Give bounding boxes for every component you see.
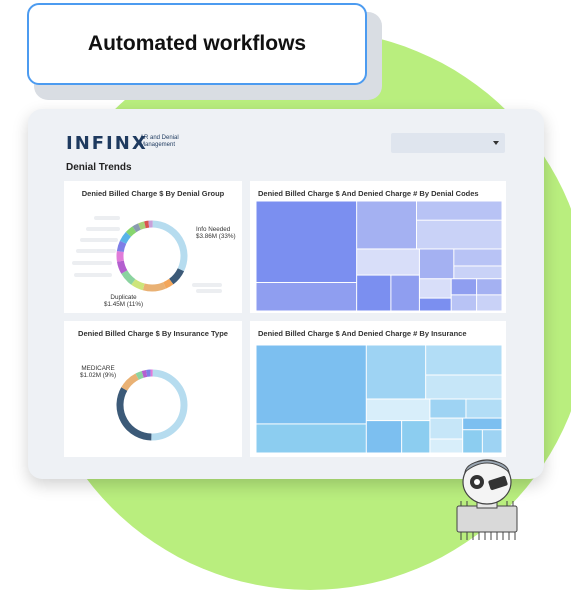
- annotation-value: $1.02M (9%): [80, 372, 116, 379]
- donut-slice-11[interactable]: [134, 227, 139, 230]
- robot-icon: [447, 454, 527, 544]
- donut-slice-5[interactable]: [124, 272, 133, 282]
- treemap-cell-13[interactable]: [452, 279, 476, 294]
- placeholder-label: [94, 216, 120, 220]
- donut-slice-0[interactable]: [153, 224, 184, 270]
- treemap-cell-3[interactable]: [426, 346, 501, 375]
- donut-slice-13[interactable]: [145, 224, 149, 225]
- treemap-cell-0[interactable]: [257, 202, 357, 282]
- treemap-cell-14[interactable]: [477, 279, 501, 294]
- chart-card-denial-codes: Denied Billed Charge $ And Denied Charge…: [250, 181, 506, 313]
- treemap-cell-10[interactable]: [454, 266, 501, 278]
- chart-card-insurance: Denied Billed Charge $ And Denied Charge…: [250, 321, 506, 457]
- filter-dropdown[interactable]: [391, 133, 505, 153]
- treemap-cell-4[interactable]: [426, 376, 501, 399]
- placeholder-label: [196, 289, 222, 293]
- placeholder-label: [86, 227, 120, 231]
- placeholder-label: [72, 261, 112, 265]
- donut-slice-3[interactable]: [144, 285, 165, 288]
- treemap-cell-11[interactable]: [420, 279, 451, 297]
- logo-subtitle-line-1: AR and Denial: [140, 135, 200, 142]
- treemap-cell-6[interactable]: [357, 276, 390, 311]
- treemap-denial-codes: [250, 181, 506, 313]
- annotation-medicare: MEDICARE $1.02M (9%): [80, 365, 116, 379]
- treemap-cell-8[interactable]: [420, 249, 453, 278]
- annotation-label: Duplicate: [104, 294, 143, 301]
- donut-slice-6[interactable]: [120, 261, 124, 272]
- logo-subtitle-line-2: Management: [140, 142, 200, 149]
- title-card: Automated workflows: [27, 3, 367, 85]
- donut-slice-9[interactable]: [123, 234, 128, 242]
- chart-card-denial-group: Denied Billed Charge $ By Denial Group I…: [64, 181, 242, 313]
- treemap-cell-5[interactable]: [367, 400, 430, 421]
- donut-slice-1[interactable]: [171, 270, 181, 282]
- treemap-cell-2[interactable]: [367, 346, 425, 399]
- treemap-cell-2[interactable]: [357, 202, 416, 249]
- donut-slice-10[interactable]: [128, 229, 134, 234]
- annotation-label: MEDICARE: [80, 365, 116, 372]
- donut-chart-insurance-type: [64, 321, 242, 457]
- placeholder-label: [76, 249, 116, 253]
- treemap-cell-15[interactable]: [452, 295, 476, 310]
- chart-card-insurance-type: Denied Billed Charge $ By Insurance Type…: [64, 321, 242, 457]
- treemap-cell-4[interactable]: [417, 221, 502, 249]
- treemap-cell-7[interactable]: [391, 276, 419, 311]
- treemap-cell-1[interactable]: [257, 424, 366, 452]
- donut-chart-denial-group: [64, 181, 242, 313]
- treemap-cell-12[interactable]: [463, 419, 501, 430]
- treemap-cell-9[interactable]: [454, 249, 501, 265]
- logo-text: INFINX: [66, 133, 148, 154]
- donut-slice-0[interactable]: [151, 373, 184, 437]
- annotation-value: $1.45M (11%): [104, 301, 143, 308]
- treemap-cell-13[interactable]: [463, 430, 482, 452]
- placeholder-label: [80, 238, 118, 242]
- chevron-down-icon[interactable]: [493, 141, 499, 145]
- infinx-logo: INFINX: [66, 133, 148, 154]
- treemap-cell-1[interactable]: [257, 283, 357, 311]
- treemap-cell-7[interactable]: [402, 421, 429, 452]
- donut-slice-12[interactable]: [139, 225, 145, 227]
- treemap-cell-12[interactable]: [420, 299, 451, 311]
- treemap-cell-3[interactable]: [417, 202, 502, 220]
- placeholder-label: [74, 273, 112, 277]
- treemap-insurance: [250, 321, 506, 457]
- dashboard-panel: INFINX AR and Denial Management Denial T…: [28, 109, 544, 479]
- annotation-value: $3.86M (33%): [196, 233, 236, 240]
- treemap-cell-11[interactable]: [430, 440, 462, 453]
- page-title: Automated workflows: [88, 32, 306, 56]
- treemap-cell-6[interactable]: [367, 421, 401, 452]
- treemap-cell-0[interactable]: [257, 346, 366, 424]
- donut-slice-2[interactable]: [165, 282, 172, 286]
- logo-subtitle: AR and Denial Management: [140, 135, 200, 149]
- treemap-cell-10[interactable]: [430, 419, 462, 439]
- donut-slice-3[interactable]: [137, 374, 143, 376]
- treemap-cell-16[interactable]: [477, 295, 501, 310]
- placeholder-label: [192, 283, 222, 287]
- donut-slice-1[interactable]: [120, 389, 151, 437]
- donut-slice-8[interactable]: [120, 242, 123, 251]
- treemap-cell-8[interactable]: [430, 400, 465, 418]
- annotation-info-needed: Info Needed $3.86M (33%): [196, 226, 236, 240]
- treemap-cell-5[interactable]: [357, 249, 419, 274]
- annotation-duplicate: Duplicate $1.45M (11%): [104, 294, 143, 308]
- treemap-cell-14[interactable]: [483, 430, 502, 452]
- section-title: Denial Trends: [66, 162, 132, 173]
- donut-slice-2[interactable]: [124, 377, 137, 389]
- donut-slice-4[interactable]: [133, 282, 143, 287]
- donut-slice-4[interactable]: [143, 373, 147, 374]
- treemap-cell-9[interactable]: [466, 400, 501, 418]
- annotation-label: Info Needed: [196, 226, 236, 233]
